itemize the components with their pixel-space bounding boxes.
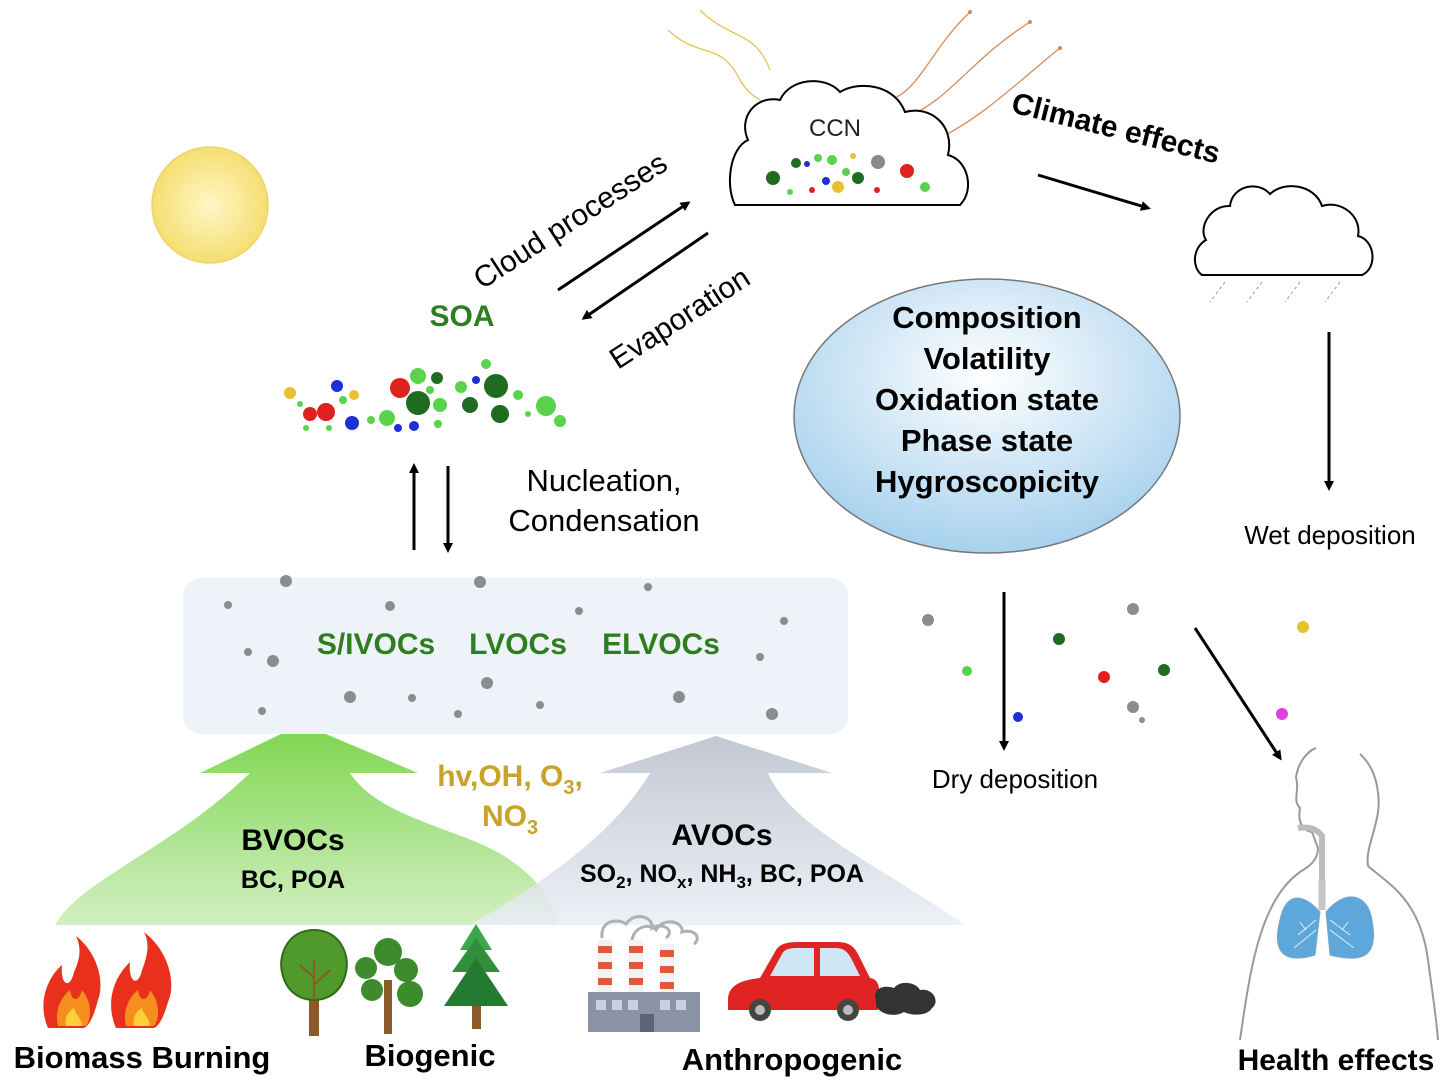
elvocs-label: ELVOCs: [602, 628, 720, 661]
tree-icon: [355, 938, 423, 1034]
climate-effects-label: Climate effects: [1008, 87, 1223, 171]
soa-label: SOA: [429, 300, 494, 333]
oxidants-line-2: NO3: [482, 800, 538, 839]
ccn-particles: [766, 153, 930, 195]
so2-sub: 2: [616, 873, 625, 892]
biomass-burning-label: Biomass Burning: [14, 1040, 271, 1075]
nucleation-label: Nucleation,: [526, 463, 681, 498]
cloud-processes-arrow: [557, 201, 691, 292]
rain-cloud-icon: [1194, 185, 1374, 303]
oxidants-line-1: hv,OH, O3,: [437, 760, 583, 799]
avocs-rest: , BC, POA: [746, 860, 864, 888]
bvocs-arrow: [55, 724, 558, 925]
property-item: Oxidation state: [875, 382, 1099, 417]
dry-deposition-label: Dry deposition: [932, 764, 1098, 794]
so2-text: SO: [580, 860, 616, 888]
properties-list: Composition Volatility Oxidation state P…: [875, 300, 1100, 499]
property-item: Phase state: [901, 423, 1073, 458]
biogenic-label: Biogenic: [365, 1038, 496, 1073]
ccn-label: CCN: [809, 115, 861, 142]
lvocs-label: LVOCs: [469, 628, 567, 661]
nox-sub: x: [677, 873, 687, 892]
cloud-processes-label: Cloud processes: [468, 146, 673, 295]
car-icon: [728, 942, 936, 1021]
deposition-particles: [922, 603, 1309, 723]
climate-arrow: [1037, 173, 1151, 211]
voc-box-particles: [224, 575, 788, 720]
sun-icon: [151, 146, 269, 264]
health-arrow: [1193, 627, 1282, 761]
bvocs-sub-label: BC, POA: [241, 866, 345, 894]
no3-text: NO: [482, 800, 527, 833]
oxidants-subscript: 3: [563, 777, 574, 799]
anthropogenic-label: Anthropogenic: [682, 1042, 902, 1077]
fire-icon: [111, 932, 172, 1028]
factory-icon: [588, 914, 700, 1032]
properties-ellipse: [793, 278, 1181, 554]
oxidants-comma: ,: [574, 760, 582, 793]
nh3-text: , NH: [686, 860, 736, 888]
fire-icon: [43, 936, 101, 1028]
human-lungs-icon: [1239, 747, 1439, 1041]
soa-particles: [284, 359, 566, 432]
sivocs-label: S/IVOCs: [317, 628, 435, 661]
health-effects-label: Health effects: [1238, 1044, 1435, 1077]
avocs-label: AVOCs: [671, 819, 772, 852]
property-item: Volatility: [924, 341, 1052, 376]
condensation-label: Condensation: [508, 503, 699, 538]
bvocs-label: BVOCs: [241, 824, 344, 857]
avocs-arrow: [470, 736, 965, 925]
no3-subscript: 3: [527, 817, 538, 839]
property-item: Hygroscopicity: [875, 464, 1100, 499]
wet-deposition-label: Wet deposition: [1244, 520, 1416, 550]
evaporation-label: Evaporation: [604, 261, 756, 376]
avocs-sub-label: SO2, NOx, NH3, BC, POA: [580, 860, 864, 892]
ccn-cloud-icon: [728, 80, 969, 206]
property-item: Composition: [892, 300, 1081, 335]
nh3-sub: 3: [736, 873, 745, 892]
tree-icon: [444, 924, 508, 1029]
tree-icon: [280, 928, 348, 1036]
oxidants-text: hv,OH, O: [437, 760, 563, 793]
evaporation-arrow: [581, 231, 709, 320]
nox-text: , NO: [626, 860, 677, 888]
